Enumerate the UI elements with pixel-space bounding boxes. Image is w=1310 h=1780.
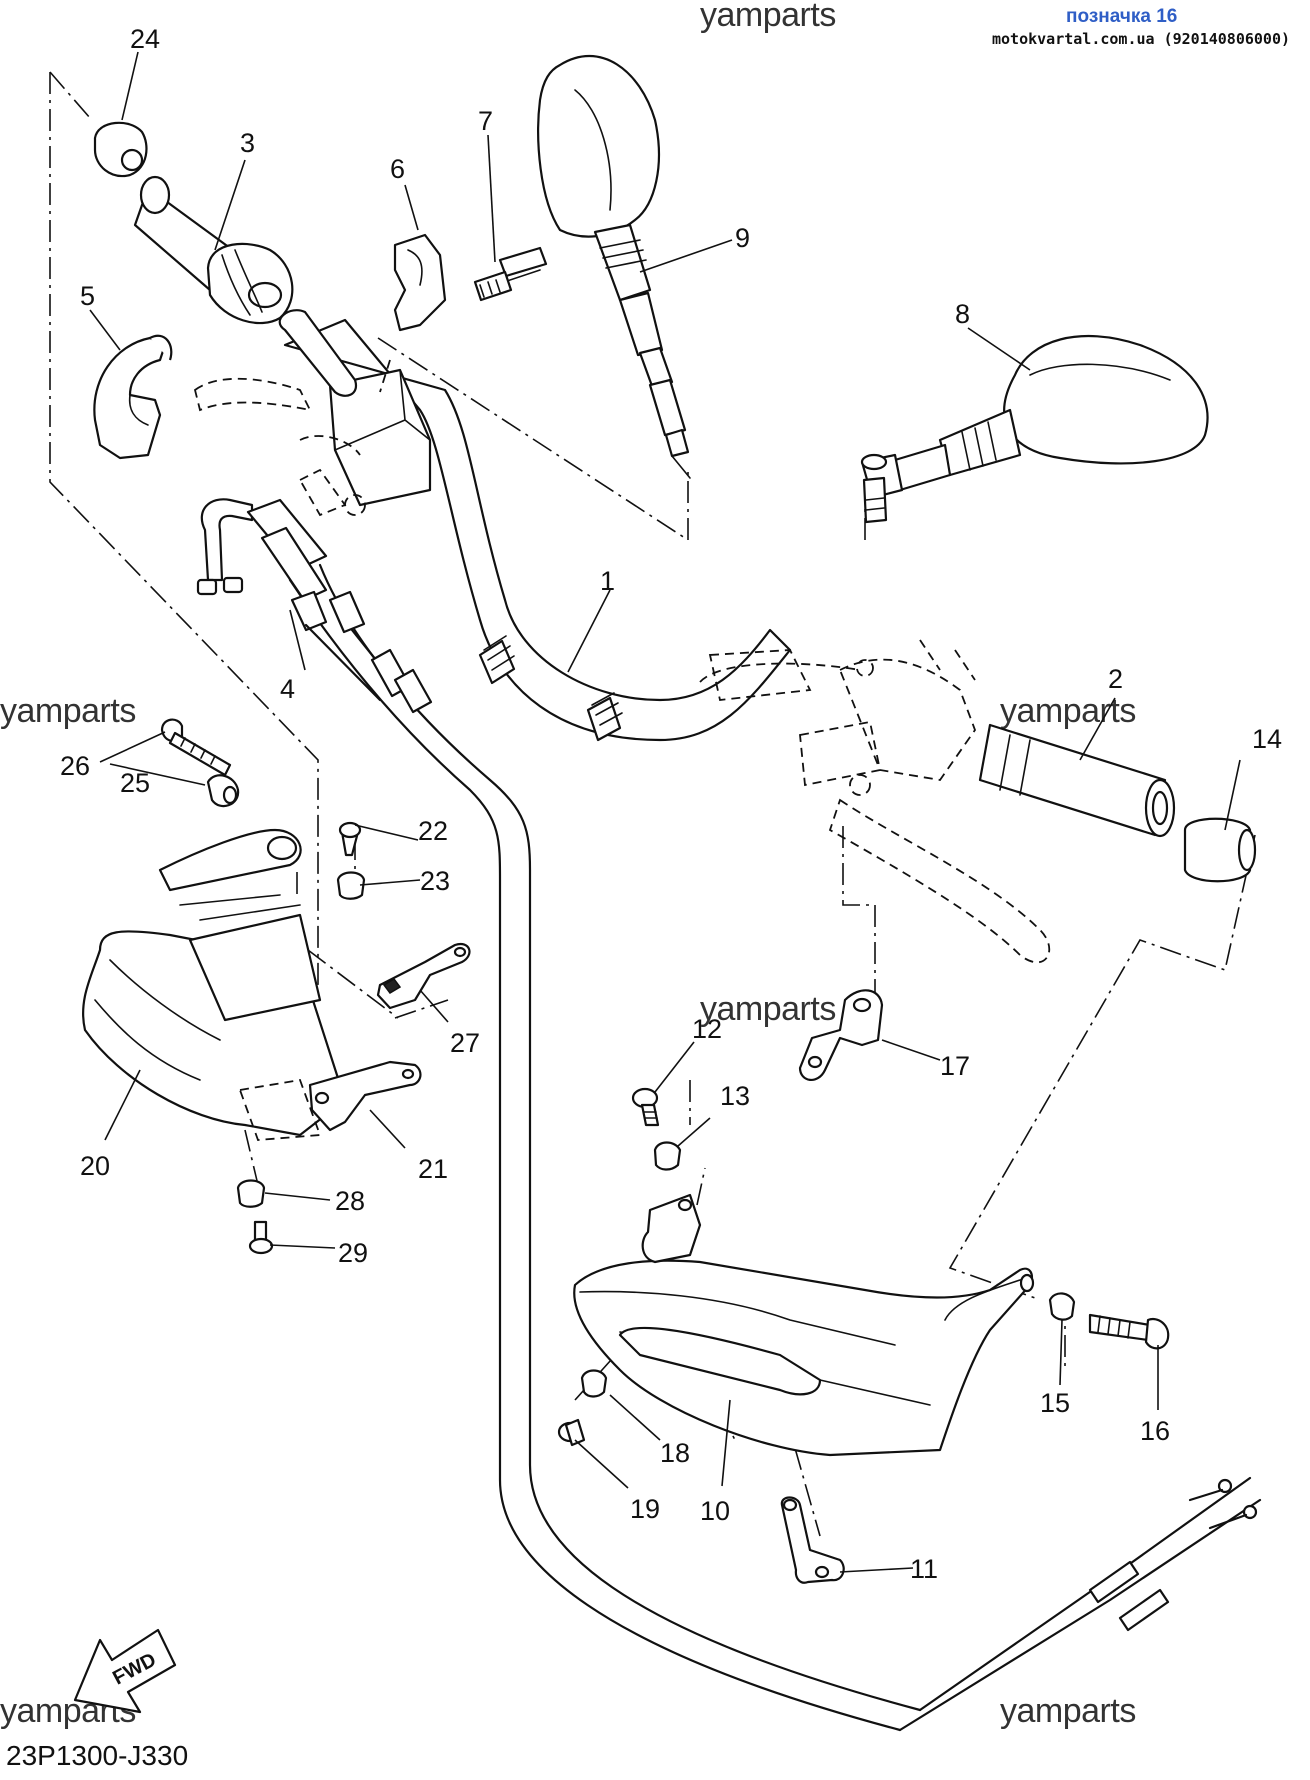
header-title: позначка 16 <box>1066 6 1178 27</box>
fwd-arrow-icon: FWD <box>73 1628 177 1714</box>
callout-18: 18 <box>660 1438 690 1468</box>
callout-29: 29 <box>338 1238 368 1268</box>
callout-20: 20 <box>80 1151 110 1181</box>
callout-25: 25 <box>120 768 150 798</box>
callout-6: 6 <box>390 154 405 184</box>
right-mirror <box>860 334 1209 524</box>
clamp-parts <box>93 233 548 460</box>
callout-19: 19 <box>630 1494 660 1524</box>
left-mirror <box>537 54 691 479</box>
left-hand-guard <box>82 828 347 1141</box>
callout-2: 2 <box>1108 664 1123 694</box>
diagram-code: 23P1300-J330 <box>6 1740 189 1771</box>
bracket-17 <box>798 989 884 1081</box>
left-guard-bolts <box>160 718 240 808</box>
callout-8: 8 <box>955 299 970 329</box>
callout-27: 27 <box>450 1028 480 1058</box>
watermark-right: yamparts <box>1000 692 1136 730</box>
bar-end-right <box>1183 817 1257 883</box>
callout-1: 1 <box>600 566 615 596</box>
header-subtitle: motokvartal.com.ua (920140806000) <box>992 30 1291 48</box>
right-hand-guard <box>573 1193 1035 1457</box>
watermark-left: yamparts <box>0 692 136 730</box>
callout-26: 26 <box>60 751 90 781</box>
callout-4: 4 <box>280 674 295 704</box>
callout-14: 14 <box>1252 724 1282 754</box>
callout-13: 13 <box>720 1081 750 1111</box>
watermark-top: yamparts <box>700 0 836 34</box>
callout-15: 15 <box>1040 1388 1070 1418</box>
callout-17: 17 <box>940 1051 970 1081</box>
callout-21: 21 <box>418 1154 448 1184</box>
leader-lines <box>89 51 1241 1573</box>
callout-24: 24 <box>130 24 160 54</box>
callout-11: 11 <box>910 1554 938 1584</box>
callout-5: 5 <box>80 281 95 311</box>
right-grip <box>978 723 1176 838</box>
callout-numbers: 1 2 3 4 5 6 7 8 9 10 11 12 13 14 15 16 1… <box>60 24 1282 1584</box>
bracket-11 <box>780 1496 845 1584</box>
callout-9: 9 <box>735 223 750 253</box>
callout-22: 22 <box>418 816 448 846</box>
callout-7: 7 <box>478 106 493 136</box>
right-screws <box>557 1087 1170 1447</box>
left-screws <box>236 821 366 1255</box>
callout-28: 28 <box>335 1186 365 1216</box>
callout-16: 16 <box>1140 1416 1170 1446</box>
callout-3: 3 <box>240 128 255 158</box>
watermark-middle: yamparts <box>700 990 836 1028</box>
left-brackets <box>308 942 471 1132</box>
handlebar <box>193 318 1051 964</box>
callout-10: 10 <box>700 1496 730 1526</box>
left-grip <box>93 121 358 397</box>
throttle-cables <box>288 563 1262 1732</box>
callout-12: 12 <box>692 1014 722 1044</box>
throttle-cable-ends <box>196 498 433 714</box>
callout-23: 23 <box>420 866 450 896</box>
watermark-bottom-right: yamparts <box>1000 1692 1136 1730</box>
